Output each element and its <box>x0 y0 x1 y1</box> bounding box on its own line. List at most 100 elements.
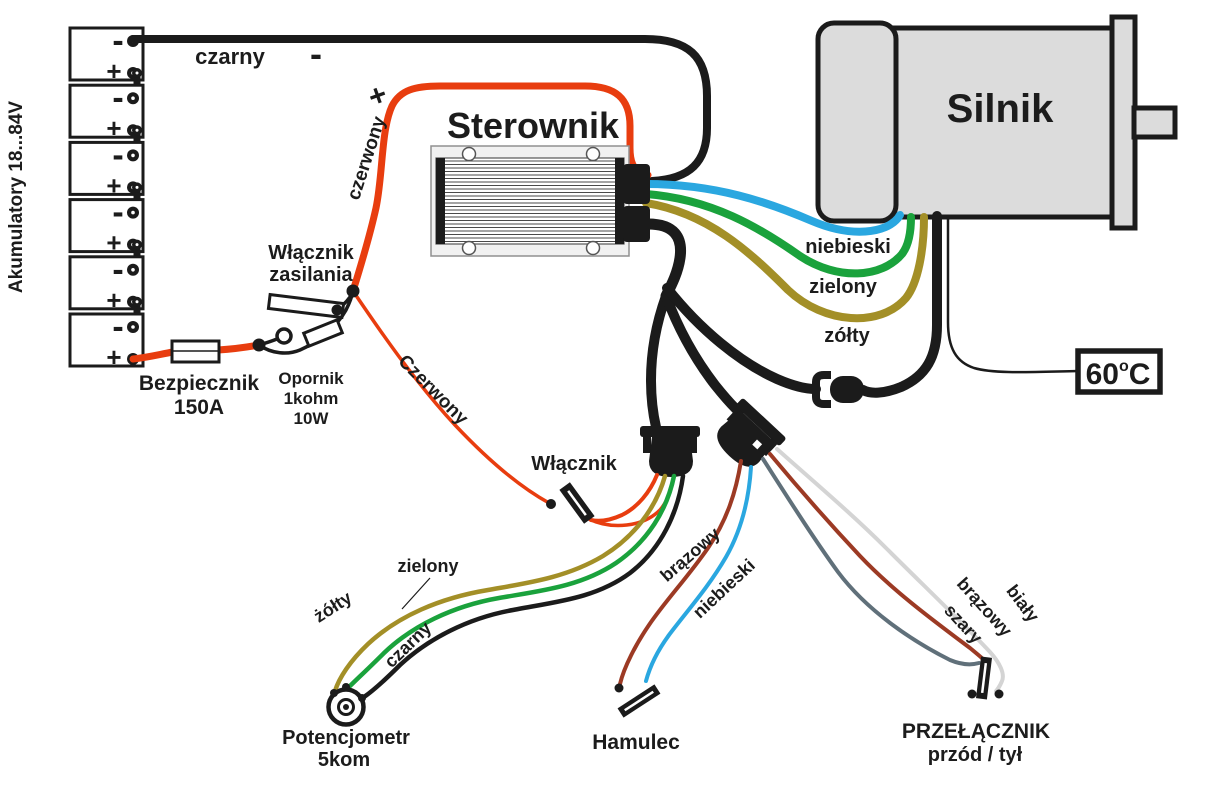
throttle-switch-lever <box>559 482 595 524</box>
positive-sign: + <box>364 78 392 115</box>
battery-minus-label: - <box>112 22 123 60</box>
bd-connector-detail <box>752 439 763 450</box>
controller-connector-bottom <box>623 206 650 242</box>
potentiometer <box>326 683 366 727</box>
bd-connector-bar <box>736 398 786 446</box>
battery-link-dot-pinhole <box>135 185 139 189</box>
temp-sensor-box <box>1075 348 1163 395</box>
pot-yellow-label-group: żółty <box>310 587 355 626</box>
screw-hole-icon <box>585 146 601 162</box>
fuse-label-2: 150A <box>174 396 224 419</box>
power-switch-label-1: Włącznik <box>268 242 354 264</box>
resistor-label-2: 1kohm <box>284 389 339 408</box>
bd-connector-body <box>717 410 775 467</box>
motor-shaft <box>1131 105 1178 140</box>
phase-wire-green <box>642 190 915 278</box>
brake-terminal-dot <box>614 683 624 693</box>
temp-value: 60 <box>1086 358 1119 391</box>
battery-minus-label: - <box>112 194 123 232</box>
resistor-label-3: 10W <box>294 409 330 428</box>
battery-minus-label: - <box>112 308 123 346</box>
cable-to-throttle-connector <box>646 291 671 432</box>
phase-yellow-label: zółty <box>824 325 870 347</box>
pot-yellow-label: żółty <box>310 587 355 626</box>
screw-hole-icon <box>585 240 601 256</box>
battery-minus-terminal-pinhole <box>131 153 135 158</box>
battery-positive-wire-segment1 <box>129 348 177 363</box>
battery-plus-label: + <box>106 285 121 315</box>
pot-green-label: zielony <box>397 556 458 576</box>
throttle-connector-prong-left <box>643 436 651 453</box>
pot-wire-yellow <box>332 473 668 694</box>
throttle-red-label: Czerwony <box>394 351 473 430</box>
pot-label-2: 5kom <box>318 749 370 771</box>
junction-dot <box>252 338 266 352</box>
direction-wire-white <box>775 447 1005 693</box>
direction-terminal-dot <box>994 689 1004 699</box>
throttle-switch-stripe <box>567 490 587 516</box>
throttle-connector <box>640 426 700 477</box>
throttle-red-wire <box>351 289 551 505</box>
throttle-connector-bar <box>640 426 700 437</box>
pot-terminal-dot <box>358 694 366 702</box>
direction-wire-brown <box>768 452 986 662</box>
brake-direction-connector <box>717 398 786 467</box>
battery-minus-label: - <box>112 79 123 117</box>
motor-endcap <box>815 20 899 224</box>
battery-stack-label: Akumulatory 18...84V <box>6 101 27 294</box>
brake-wire-blue <box>644 465 753 683</box>
brake-wire-brown <box>618 459 743 686</box>
controller-edge-right <box>615 158 624 244</box>
direction-label-1: PRZEŁĄCZNIK <box>902 720 1050 743</box>
brake-label: Hamulec <box>592 731 680 754</box>
motor-power-wire <box>858 211 942 398</box>
temp-sensor-value: 60oC <box>1086 358 1151 391</box>
resistor <box>301 317 345 349</box>
positive-sign-group: + <box>364 78 392 115</box>
battery-minus-terminal-pinhole <box>131 268 135 272</box>
pot-wire-green <box>345 473 677 691</box>
negative-wire-label: czarny <box>195 44 265 69</box>
pot-wire-black <box>361 473 686 700</box>
phase-green-label: zielony <box>809 276 878 298</box>
power-switch-lever-bar <box>266 292 346 320</box>
cable-to-motor-power <box>662 283 821 394</box>
battery-link-dot-pinhole <box>135 243 139 247</box>
controller <box>430 145 630 257</box>
power-switch-lever <box>266 292 346 320</box>
temp-sensor-wire <box>946 214 1080 374</box>
motor <box>815 14 1178 231</box>
brake-switch-lever <box>617 684 661 718</box>
screw-hole-icon <box>461 240 477 256</box>
battery-plus-label: + <box>106 56 121 86</box>
cable-to-brake-connector <box>661 291 741 414</box>
controller-fins <box>437 160 623 242</box>
battery-plus-label: + <box>106 342 121 372</box>
screw-hole-icon <box>461 146 477 162</box>
temp-sup: o <box>1119 358 1129 375</box>
controller-heatsink <box>435 157 625 245</box>
brake-blue-label-group: niebieski <box>689 555 759 622</box>
resistor-label-1: Opornik <box>278 369 344 388</box>
phase-wire-blue <box>642 180 904 236</box>
pot-label-1: Potencjometr <box>282 727 410 749</box>
switch-terminal-dot <box>331 304 343 316</box>
bullet-connector <box>812 371 864 408</box>
brake-blue-label: niebieski <box>689 555 759 622</box>
phase-blue-label: niebieski <box>805 236 891 258</box>
pot-terminal-dot <box>342 683 350 691</box>
temp-unit: C <box>1129 358 1151 391</box>
throttle-connector-red-out <box>589 473 659 523</box>
fuse-label-1: Bezpiecznik <box>139 372 260 395</box>
battery-link-dot-pinhole <box>135 300 139 304</box>
resistor-body <box>301 317 345 349</box>
throttle-switch-terminal-dot <box>546 499 556 509</box>
controller-title: Sterownik <box>447 105 620 146</box>
battery-minus-label: - <box>112 251 123 289</box>
switch-terminal-ring <box>275 327 293 345</box>
battery-link-dot-pinhole <box>135 128 139 132</box>
direction-switch-stripe <box>980 662 988 694</box>
bullet-male <box>830 376 864 403</box>
throttle-connector-body <box>649 437 693 477</box>
